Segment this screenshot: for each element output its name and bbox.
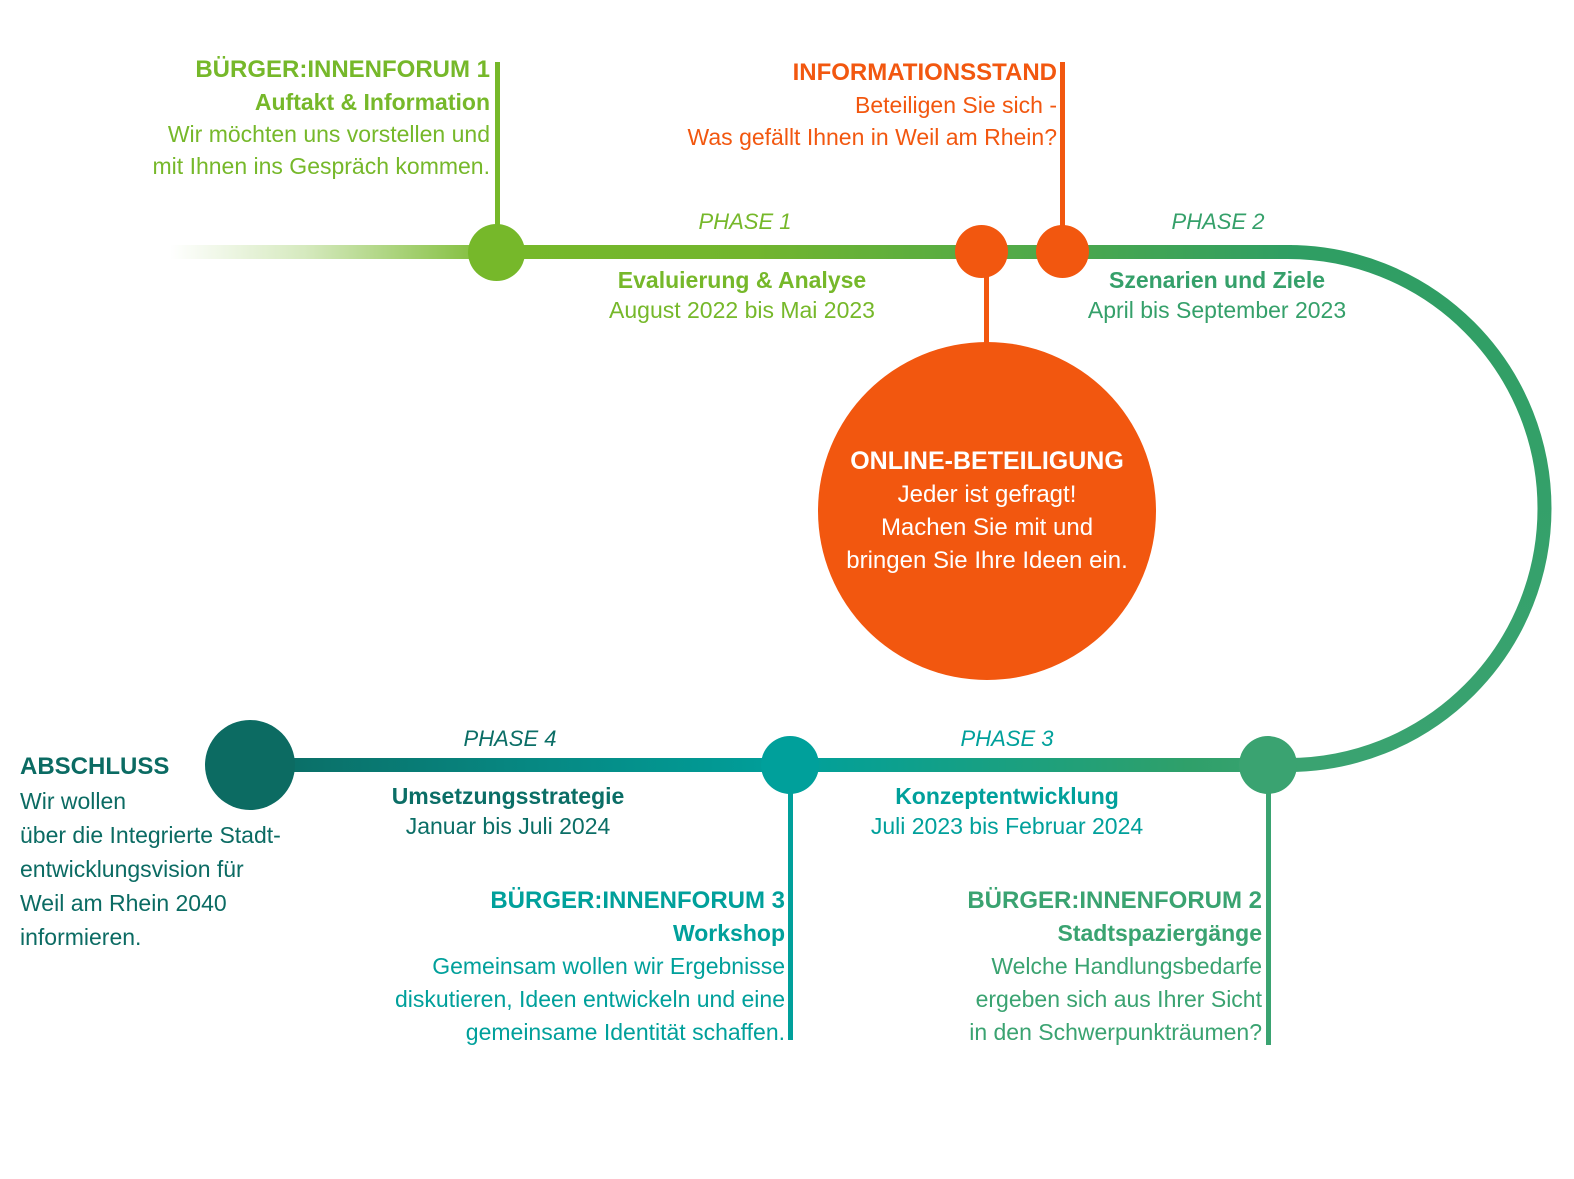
infostand-connector-line	[1060, 62, 1065, 252]
timeline-track-top	[170, 245, 1292, 259]
online-text-line: bringen Sie Ihre Ideen ein.	[846, 547, 1128, 574]
forum3-subtitle: Workshop	[672, 920, 785, 946]
online-title: ONLINE-BETEILIGUNG	[850, 447, 1124, 475]
online-beteiligung-circle: ONLINE-BETEILIGUNG Jeder ist gefragt! Ma…	[818, 342, 1156, 680]
online-text-line: Machen Sie mit und	[880, 514, 1094, 541]
infostand-text-line: Beteiligen Sie sich -	[855, 92, 1057, 118]
abschluss-text-line: entwicklungsvision für	[20, 856, 244, 882]
forum2-block: BÜRGER:INNENFORUM 2 Stadtspaziergänge We…	[792, 884, 1262, 1049]
forum3-text-line: gemeinsame Identität schaffen.	[465, 1019, 785, 1045]
forum3-connector-line	[788, 770, 793, 1040]
infostand-block: INFORMATIONSSTAND Beteiligen Sie sich - …	[557, 57, 1057, 153]
abschluss-end-circle	[205, 720, 295, 810]
phase1-label: PHASE 1	[698, 209, 792, 234]
forum3-text-line: diskutieren, Ideen entwickeln und eine	[395, 986, 785, 1012]
forum2-milestone-dot	[1239, 736, 1297, 794]
forum1-title: BÜRGER:INNENFORUM 1	[195, 56, 490, 83]
infostand-milestone-dot	[1036, 225, 1089, 278]
infostand-title: INFORMATIONSSTAND	[792, 59, 1057, 86]
phase1-dates: August 2022 bis Mai 2023	[609, 297, 875, 323]
forum2-text-line: in den Schwerpunkträumen?	[969, 1019, 1262, 1045]
phase4-dates: Januar bis Juli 2024	[405, 813, 611, 839]
phase3-info: Konzeptentwicklung Juli 2023 bis Februar…	[837, 781, 1177, 841]
phase2-dates: April bis September 2023	[1087, 297, 1347, 323]
phase1-title: Evaluierung & Analyse	[617, 267, 867, 293]
forum3-text-line: Gemeinsam wollen wir Ergebnisse	[432, 953, 785, 979]
forum3-block: BÜRGER:INNENFORUM 3 Workshop Gemeinsam w…	[295, 884, 785, 1049]
phase3-dates: Juli 2023 bis Februar 2024	[870, 813, 1144, 839]
abschluss-text-line: über die Integrierte Stadt-	[20, 822, 281, 848]
forum1-subtitle: Auftakt & Information	[254, 89, 490, 115]
online-text-line: Jeder ist gefragt!	[897, 481, 1077, 508]
forum3-title: BÜRGER:INNENFORUM 3	[490, 887, 785, 914]
online-connector-line	[984, 252, 989, 352]
phase2-info: Szenarien und Ziele April bis September …	[1047, 265, 1387, 325]
phase2-title: Szenarien und Ziele	[1109, 267, 1325, 293]
phase3-label: PHASE 3	[960, 726, 1054, 751]
phase4-info: Umsetzungsstrategie Januar bis Juli 2024	[338, 781, 678, 841]
abschluss-block: ABSCHLUSS Wir wollen über die Integriert…	[20, 750, 380, 954]
phase3-title: Konzeptentwicklung	[895, 783, 1119, 809]
phase4-title: Umsetzungsstrategie	[391, 783, 625, 809]
abschluss-text-line: Weil am Rhein 2040	[20, 890, 227, 916]
forum1-milestone-dot	[468, 224, 525, 281]
abschluss-text-line: informieren.	[20, 924, 142, 950]
forum2-connector-line	[1266, 770, 1271, 1045]
forum2-text-line: ergeben sich aus Ihrer Sicht	[975, 986, 1262, 1012]
forum1-block: BÜRGER:INNENFORUM 1 Auftakt & Informatio…	[50, 54, 490, 182]
forum1-connector-line	[495, 62, 500, 252]
forum1-text-line: mit Ihnen ins Gespräch kommen.	[152, 153, 490, 179]
forum1-text-line: Wir möchten uns vorstellen und	[167, 121, 490, 147]
abschluss-text-line: Wir wollen	[20, 788, 127, 814]
forum3-milestone-dot	[761, 736, 819, 794]
online-milestone-dot	[955, 225, 1008, 278]
forum2-title: BÜRGER:INNENFORUM 2	[967, 887, 1262, 914]
infostand-text-line: Was gefällt Ihnen in Weil am Rhein?	[687, 124, 1057, 150]
abschluss-title: ABSCHLUSS	[20, 753, 170, 780]
phase1-info: Evaluierung & Analyse August 2022 bis Ma…	[572, 265, 912, 325]
forum2-text-line: Welche Handlungsbedarfe	[991, 953, 1262, 979]
forum2-subtitle: Stadtspaziergänge	[1057, 920, 1263, 946]
phase2-label: PHASE 2	[1171, 209, 1265, 234]
phase4-label: PHASE 4	[463, 726, 557, 751]
